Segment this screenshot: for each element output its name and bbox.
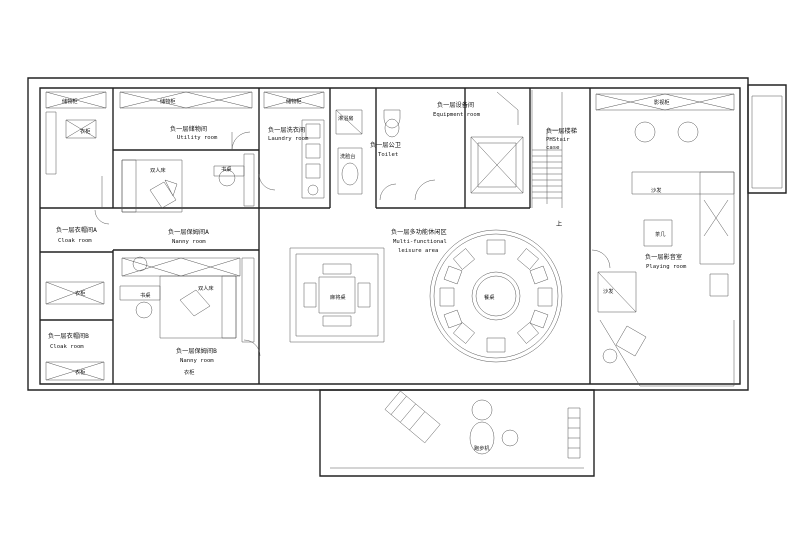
nanny-room-b-cn: 负一层保姆间B xyxy=(176,347,217,355)
toilet-en: Toilet xyxy=(378,152,398,158)
desk-a-label: 书桌 xyxy=(221,165,231,173)
cabinet-label-3: 储物柜 xyxy=(62,97,78,105)
utility-room-en: Utility room xyxy=(177,135,218,141)
wardrobe-label-c: 衣柜 xyxy=(184,368,194,376)
fitness-label: 跑步机 xyxy=(474,444,490,452)
bed-a-label: 双人床 xyxy=(150,166,166,174)
leisure-area-cn: 负一层多功能休闲区 xyxy=(391,228,447,236)
room-labels: 负一层储物间 Utility room 负一层洗衣间 Laundry room … xyxy=(48,97,687,376)
interior-walls xyxy=(40,88,590,384)
cloak-room-a-cn: 负一层衣帽间A xyxy=(56,226,97,234)
cloak-room-a-en: Cloak room xyxy=(58,238,92,244)
cabinet-label-2: 储物柜 xyxy=(286,97,302,105)
nanny-room-a-en: Nanny room xyxy=(172,239,206,245)
equipment-room-cn: 负一层设备间 xyxy=(437,101,474,109)
stair-treads xyxy=(497,90,562,208)
stair-cn: 负一层楼梯 xyxy=(546,127,577,135)
cloak-room-b-cn: 负一层衣帽间B xyxy=(48,332,89,340)
equipment-room-en: Equipment room xyxy=(433,112,481,118)
desk-b-label: 书桌 xyxy=(140,291,150,299)
mahjong-area: 麻将桌 xyxy=(290,248,384,342)
stair-en: PHStair xyxy=(546,137,570,143)
sofa-label-2: 沙发 xyxy=(603,287,613,295)
laundry-furniture xyxy=(302,120,324,198)
nanny-room-a-furniture: 双人床 书桌 xyxy=(122,154,254,212)
closet-label: 衣柜 xyxy=(80,127,90,135)
leisure-area-en: Multi-functional xyxy=(393,239,447,245)
exterior-walls xyxy=(28,78,786,476)
terrace-equipment: 跑步机 xyxy=(385,391,580,458)
shower-label: 淋浴房 xyxy=(338,114,354,122)
round-dining-area: 餐桌 xyxy=(430,230,562,362)
left-closets: 衣柜 衣柜 衣柜 xyxy=(46,112,104,380)
laundry-room-cn: 负一层洗衣间 xyxy=(268,126,305,134)
playing-room-furniture: 茶几 沙发 沙发 影视柜 xyxy=(598,98,734,386)
stair-en-2: case xyxy=(546,145,560,151)
up-sign: 上 xyxy=(556,220,562,228)
cabinet-label: 储物柜 xyxy=(160,97,176,105)
bed-b-label: 双人床 xyxy=(198,284,214,292)
storage-cabinets xyxy=(46,92,734,110)
washbasin-label: 洗脸台 xyxy=(340,152,356,160)
wardrobe-label-b: 衣柜 xyxy=(75,368,85,376)
utility-room-cn: 负一层储物间 xyxy=(170,125,207,133)
sofa-label: 沙发 xyxy=(651,186,661,194)
toilet-fixtures: 淋浴房 洗脸台 xyxy=(336,110,400,194)
wardrobe-label-a: 衣柜 xyxy=(75,289,85,297)
round-table-label: 餐桌 xyxy=(484,293,494,301)
nanny-room-b-furniture: 双人床 书桌 xyxy=(120,257,254,342)
mahjong-table-label: 麻将桌 xyxy=(330,293,346,301)
av-cabinet-label: 影视柜 xyxy=(654,98,670,106)
doors xyxy=(95,132,610,356)
cloak-room-b-en: Cloak room xyxy=(50,344,84,350)
laundry-room-en: Laundry room xyxy=(268,136,309,142)
toilet-cn: 负一层公卫 xyxy=(370,141,401,149)
playing-room-en: Playing room xyxy=(646,264,687,270)
tea-table-label: 茶几 xyxy=(655,230,665,238)
nanny-room-a-cn: 负一层保姆间A xyxy=(168,228,209,236)
playing-room-cn: 负一层影音室 xyxy=(645,253,682,261)
nanny-room-b-en: Nanny room xyxy=(180,358,214,364)
leisure-area-en-2: leisure area xyxy=(398,248,438,254)
